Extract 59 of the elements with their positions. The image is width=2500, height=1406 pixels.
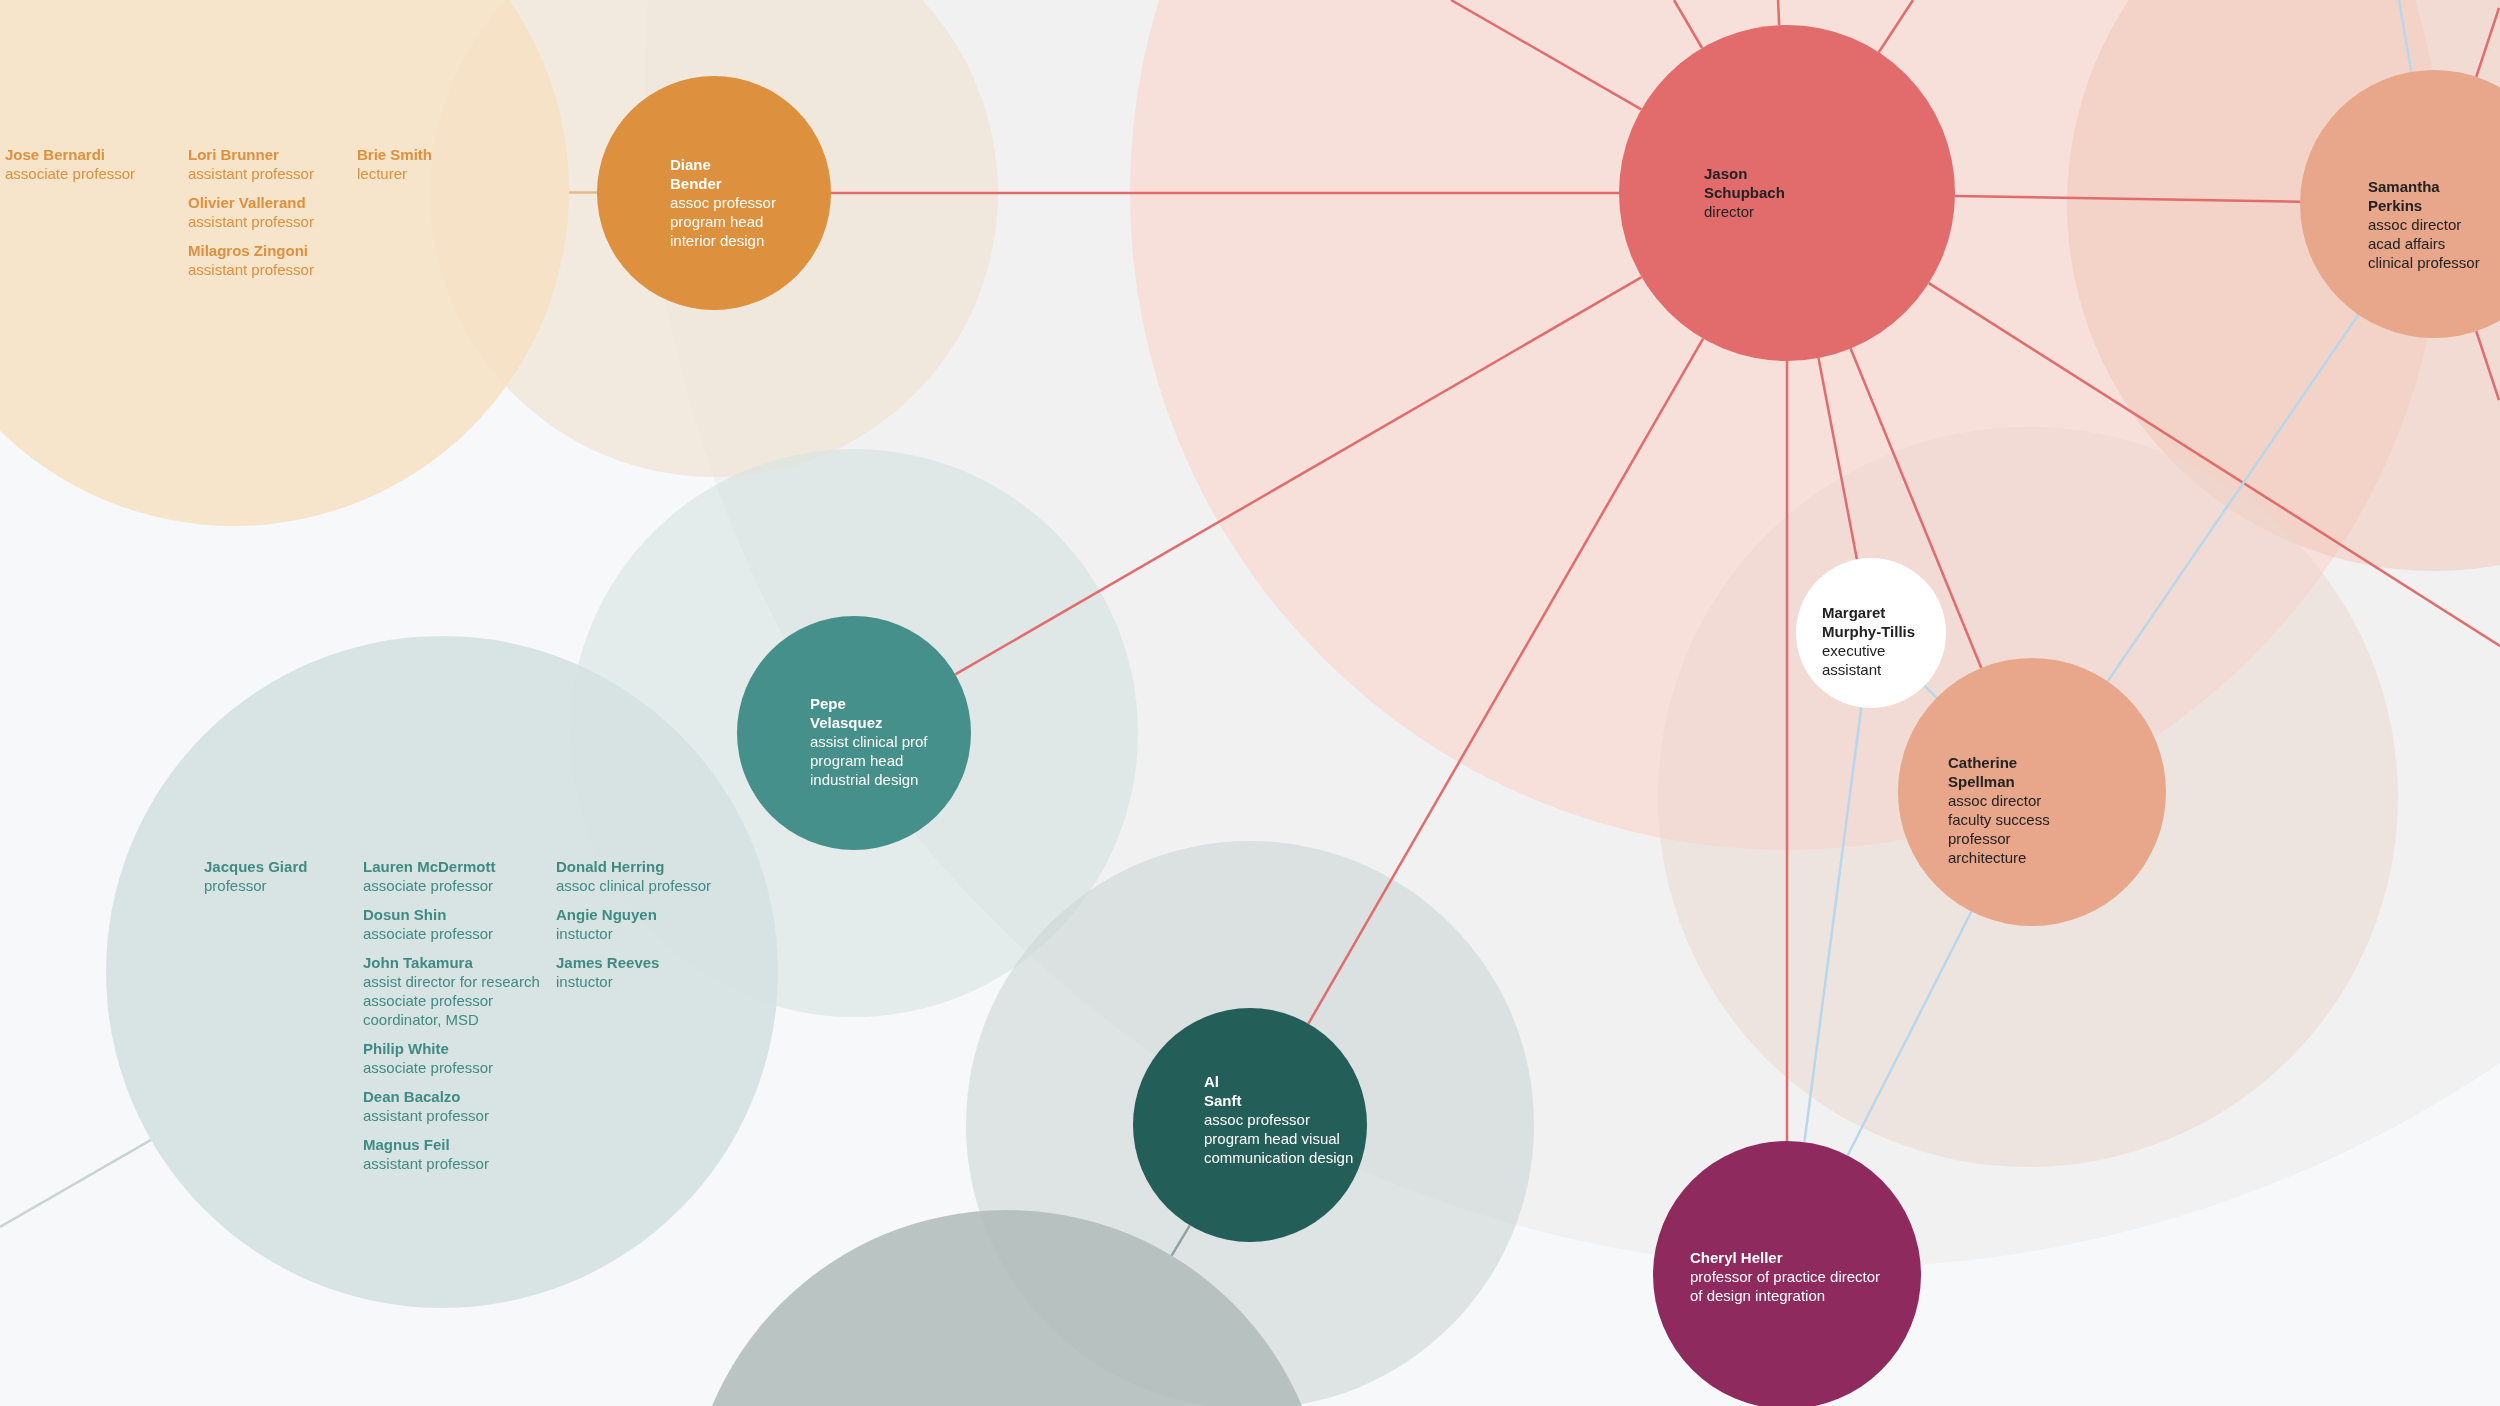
connector-line (1785, 361, 1789, 1141)
person-name: Brie Smith (357, 145, 433, 164)
connector-line (1307, 337, 1705, 1025)
connector-line (1672, 0, 1704, 49)
job-title: associate professor (363, 1058, 495, 1077)
connector-line (1170, 1224, 1191, 1257)
connector-line (1954, 194, 2301, 203)
job-title: assistant professor (188, 212, 315, 231)
job-title: assoc clinical professor (556, 876, 713, 895)
person-name: Donald Herring (556, 857, 666, 876)
connector-line (1923, 684, 1938, 699)
job-title: executive assistant (1822, 641, 1887, 679)
person-name: Cheryl Heller (1690, 1248, 1784, 1267)
job-title: assist director for research associate professor coordinator, MSD (363, 972, 541, 1029)
job-title: assoc professor program head visual communication design (1204, 1110, 1355, 1167)
person-name: James Reeves (556, 953, 661, 972)
person-name: Lori Brunner (188, 145, 280, 164)
job-title: associate professor (363, 924, 495, 943)
connector-line (1817, 357, 1859, 560)
connector-line (1450, 0, 1642, 111)
person-name: Philip White (363, 1039, 450, 1058)
connector-line (2106, 313, 2360, 683)
connector-line (1776, 0, 1781, 26)
job-title: assoc director faculty success professor architecture (1948, 791, 2051, 867)
job-title: assistant professor (363, 1106, 490, 1125)
person-name: Jose Bernardi (5, 145, 107, 164)
person-name: Dosun Shin (363, 905, 448, 924)
job-title: assistant professor (188, 260, 315, 279)
connector-line (954, 276, 1643, 676)
job-title: director (1704, 202, 1756, 221)
connector-line (2475, 7, 2500, 78)
job-title: assistant professor (363, 1154, 490, 1173)
connector-line (1928, 282, 2500, 648)
job-title: instuctor (556, 972, 614, 991)
person-name: Angie Nguyen (556, 905, 658, 924)
person-name: Lauren McDermott (363, 857, 497, 876)
person-name: Dean Bacalzo (363, 1087, 462, 1106)
person-name: John Takamura (363, 953, 474, 972)
connector-line (2397, 0, 2413, 73)
person-name: Olivier Vallerand (188, 193, 307, 212)
person-name: Magnus Feil (363, 1135, 451, 1154)
connector-line (1846, 910, 1973, 1157)
job-title: instuctor (556, 924, 614, 943)
job-title: lecturer (357, 164, 409, 183)
connector-line (1803, 707, 1863, 1143)
job-title: assist clinical prof program head industrial design (810, 732, 929, 789)
person-name: Milagros Zingoni (188, 241, 309, 260)
connector-line (1877, 0, 1915, 53)
job-title: associate professor (5, 164, 137, 183)
connector-line (2475, 330, 2500, 401)
connector-line (831, 191, 1619, 195)
connector-line (0, 1138, 152, 1229)
job-title: assistant professor (188, 164, 315, 183)
job-title: assoc professor program head interior design (670, 193, 777, 250)
job-title: professor of practice director of design integration (1690, 1267, 1882, 1305)
connector-line (1849, 348, 1983, 669)
job-title: associate professor (363, 876, 495, 895)
job-title: assoc director acad affairs clinical professor (2368, 215, 2481, 272)
connector-line (569, 191, 597, 194)
